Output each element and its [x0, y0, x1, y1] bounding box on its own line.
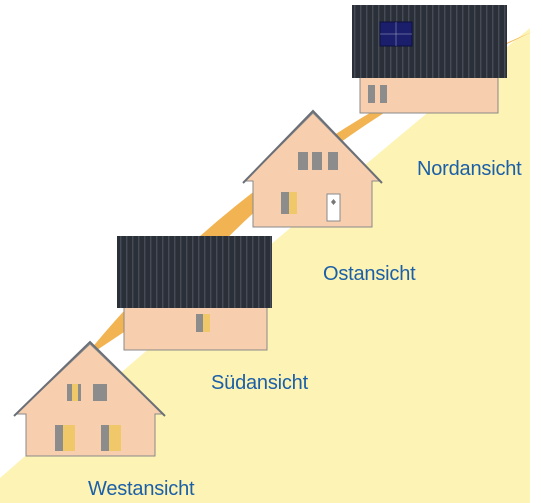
house-east-icon — [242, 109, 383, 228]
north-window — [368, 85, 375, 103]
west-window-pane — [72, 384, 78, 401]
west-gable — [14, 343, 165, 457]
west-roof-edge — [13, 340, 166, 417]
east-window-pane — [289, 192, 297, 214]
label-ostansicht: Ostansicht — [323, 263, 416, 285]
south-wall — [123, 303, 268, 351]
east-roof-edge — [242, 109, 383, 184]
south-roof — [117, 236, 272, 308]
door-diamond — [331, 199, 336, 205]
label-nordansicht: Nordansicht — [417, 158, 522, 180]
west-window-pane — [63, 425, 75, 451]
west-window-pane — [109, 425, 121, 451]
south-window-pane — [203, 314, 210, 332]
house-north-icon — [352, 5, 507, 114]
east-window — [328, 152, 338, 170]
north-window — [380, 85, 387, 103]
label-suedansicht: Südansicht — [211, 372, 308, 394]
north-roof — [352, 5, 507, 78]
east-window — [298, 152, 308, 170]
solar-panel — [379, 21, 413, 47]
house-west-icon — [13, 340, 166, 457]
east-door — [326, 193, 341, 222]
label-westansicht: Westansicht — [88, 478, 195, 500]
east-window — [312, 152, 322, 170]
west-window — [93, 384, 107, 401]
house-south-icon — [117, 236, 272, 351]
